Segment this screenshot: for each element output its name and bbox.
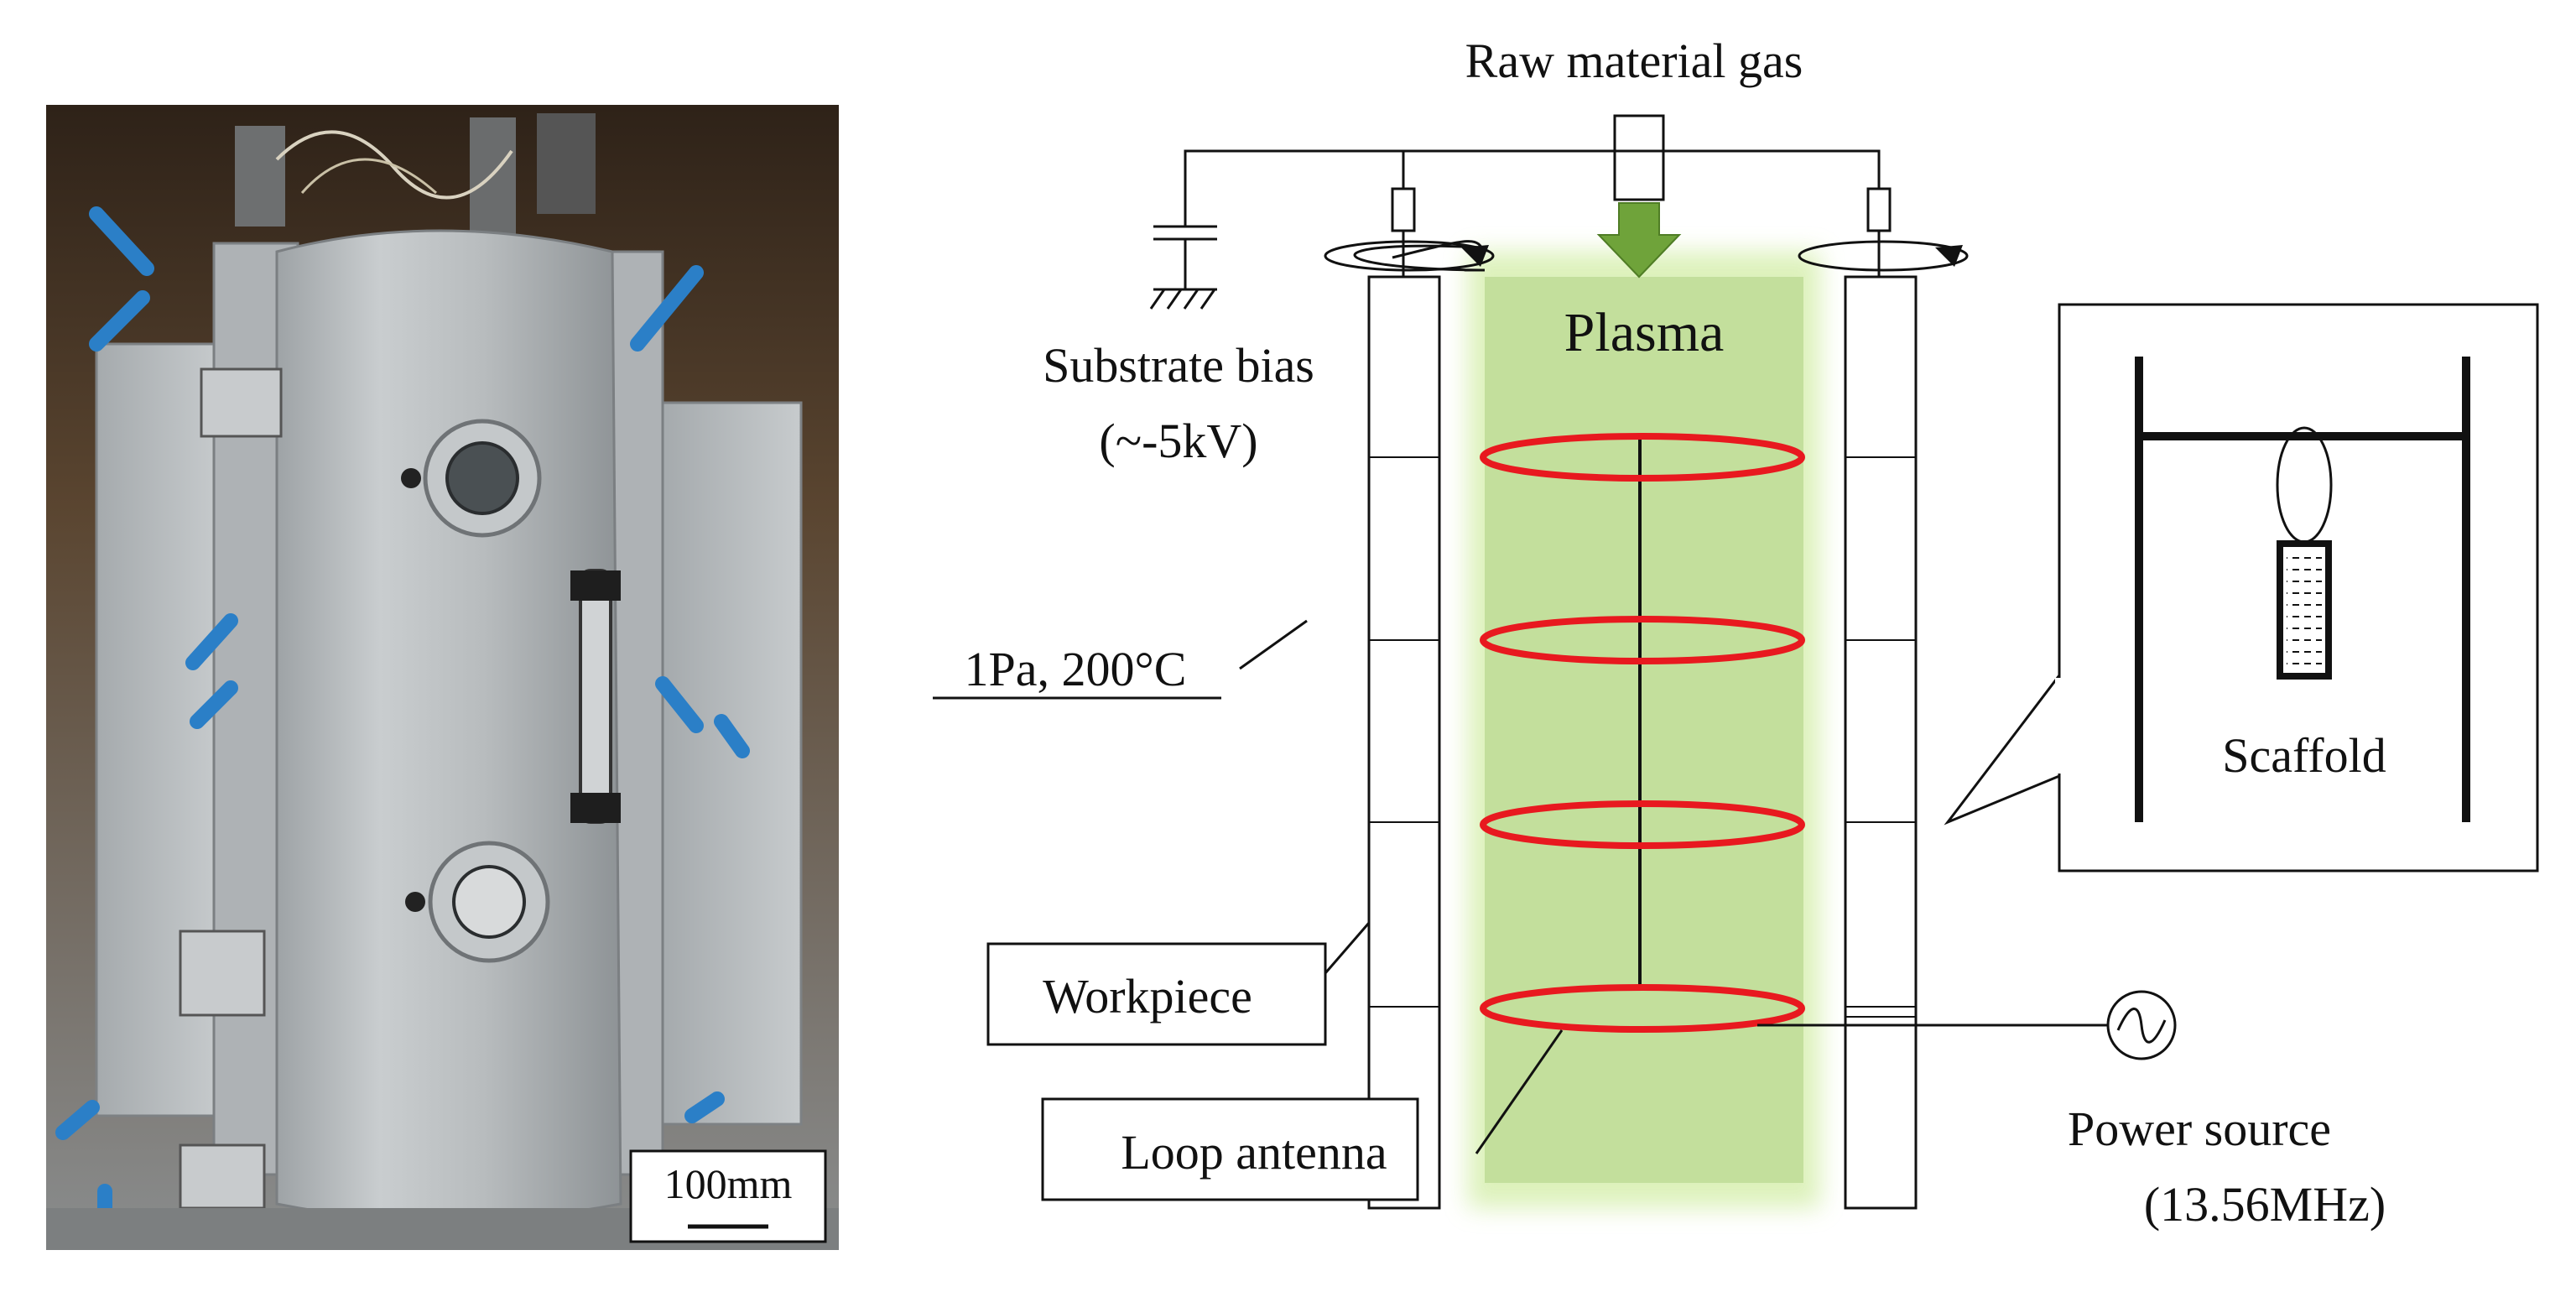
scaffold-label: Scaffold (2222, 728, 2386, 783)
workpiece-label-box (986, 942, 1327, 1046)
loop-antenna-label-box (1041, 1097, 1419, 1201)
conditions-leader (1239, 619, 1308, 670)
loop-antenna-3 (1480, 800, 1805, 849)
loop-antenna-4 (1480, 984, 1805, 1033)
power-source-label: Power source (2068, 1102, 2331, 1156)
resistor-right (1866, 187, 1892, 232)
plasma-label: Plasma (1564, 302, 1725, 363)
rotation-arrowhead-left-icon (1461, 245, 1489, 267)
chamber-cylinder (275, 229, 622, 1222)
bias-supply-icon (1149, 225, 1217, 310)
door-handle (579, 569, 612, 824)
substrate-bias-label: Substrate bias (1043, 338, 1314, 393)
scaffold-sample-texture (2287, 550, 2322, 669)
inset-callout-pointer (1944, 671, 2061, 826)
resistor-left (1391, 187, 1416, 232)
loop-antenna-2 (1480, 616, 1805, 664)
workpiece-leader (1324, 922, 1371, 974)
callout-gap-mask (2055, 678, 2063, 774)
rotation-arrowhead-right-icon (1935, 245, 1963, 267)
schematic-diagram: Raw material gas Plasma Substrate (933, 34, 2539, 1232)
workpiece-segment-lines (1369, 456, 1916, 1018)
gas-inlet-tube (1613, 114, 1665, 201)
workpiece-column-left (1367, 275, 1441, 1210)
loop-antennas (1480, 433, 1805, 1033)
chamber-photo: 100mm (46, 105, 839, 1250)
scaffold-frame (2135, 357, 2470, 822)
scale-bar-label: 100mm (664, 1160, 793, 1207)
loop-antenna-leader (1475, 1029, 1564, 1154)
workpiece-label: Workpiece (1043, 969, 1252, 1024)
plasma-region (1485, 277, 1803, 1183)
right-side-panel (661, 401, 803, 1126)
loop-antenna-1 (1480, 433, 1805, 482)
substrate-bias-value: (~-5kV) (1099, 414, 1257, 468)
workpiece-column-right (1844, 275, 1918, 1210)
gas-flow-arrow-icon (1596, 202, 1682, 279)
conditions-label: 1Pa, 200°C (965, 642, 1187, 696)
loop-antenna-label: Loop antenna (1121, 1125, 1387, 1180)
raw-gas-label: Raw material gas (1465, 34, 1803, 88)
workpiece-columns (1367, 275, 1918, 1210)
power-source-freq: (13.56MHz) (2144, 1177, 2386, 1232)
